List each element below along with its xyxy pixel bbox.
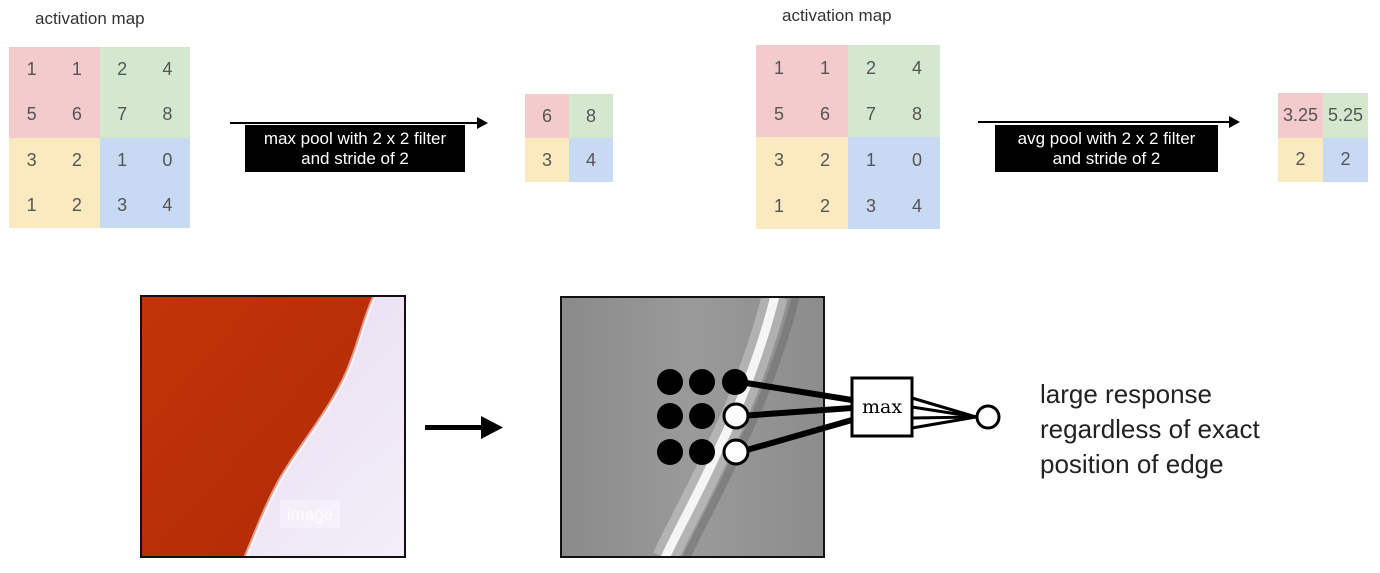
- op-label-line: max pool with 2 x 2 filter: [263, 128, 447, 148]
- grid-cell: 3: [756, 137, 802, 183]
- grid-cell: 3.25: [1278, 93, 1323, 138]
- grid-cell: 1: [802, 45, 848, 91]
- image-watermark-box: [280, 500, 340, 528]
- grid-cell: 4: [894, 183, 940, 229]
- caption-line: position of edge: [1040, 449, 1224, 479]
- grid-cell: 5: [9, 92, 55, 138]
- op-label-line: and stride of 2: [1052, 148, 1161, 168]
- grid-cell: 8: [894, 91, 940, 137]
- max-pool-arrow: [230, 117, 488, 129]
- op-label-line: avg pool with 2 x 2 filter: [1017, 128, 1196, 148]
- grid-cell: 1: [54, 47, 100, 93]
- feature-map: [560, 296, 825, 558]
- max-pool-activation-map-title: activation map: [35, 9, 145, 28]
- grid-cell: 4: [894, 45, 940, 91]
- grid-cell: 1: [848, 137, 894, 183]
- neuron: [657, 369, 683, 395]
- caption-line: large response: [1040, 379, 1212, 409]
- grid-cell: 3: [99, 182, 145, 228]
- avg-pool-arrow: [978, 116, 1240, 128]
- max-box: [850, 376, 914, 438]
- grid-cell: 0: [894, 137, 940, 183]
- grid-cell: 1: [9, 182, 55, 228]
- max-pool-input-grid: 1 1 2 4 5 6 7 8 3 2 1 0 1 2 3 4: [9, 47, 190, 228]
- arrow-head: [477, 117, 488, 129]
- image-watermark: image: [287, 505, 333, 524]
- grid-cell: 7: [848, 91, 894, 137]
- avg-pool-operation-label: avg pool with 2 x 2 filter and stride of…: [995, 125, 1218, 172]
- neuron: [722, 438, 750, 466]
- transform-arrow: [425, 416, 503, 439]
- grid-cell: 4: [569, 138, 613, 182]
- output-neuron: [975, 404, 1001, 430]
- max-pool-output-grid: 6 8 3 4: [525, 94, 613, 182]
- grid-cell: 2: [99, 47, 145, 93]
- neuron: [722, 369, 748, 395]
- arrow-shaft: [230, 122, 478, 124]
- grid-cell: 0: [144, 137, 190, 183]
- grid-cell: 6: [54, 92, 100, 138]
- grid-cell: 2: [1323, 137, 1368, 182]
- grid-cell: 1: [756, 183, 802, 229]
- grid-cell: 2: [1278, 137, 1323, 182]
- grid-cell: 6: [525, 94, 569, 138]
- arrow-head: [1229, 116, 1240, 128]
- arrow-shaft: [978, 121, 1230, 123]
- grid-cell: 3: [9, 137, 55, 183]
- neuron: [722, 402, 750, 430]
- avg-pool-output-grid: 3.25 5.25 2 2: [1278, 93, 1368, 182]
- grid-cell: 6: [802, 91, 848, 137]
- grid-cell: 2: [802, 137, 848, 183]
- neuron: [689, 439, 715, 465]
- max-pool-operation-label: max pool with 2 x 2 filter and stride of…: [245, 125, 465, 172]
- avg-pool-activation-map-title: activation map: [782, 6, 892, 25]
- neuron: [689, 369, 715, 395]
- grid-cell: 3: [525, 138, 569, 182]
- grid-cell: 1: [99, 137, 145, 183]
- max-label: max: [862, 396, 902, 418]
- grid-cell: 3: [848, 183, 894, 229]
- pooling-network: max: [657, 369, 1001, 466]
- grid-cell: 2: [802, 183, 848, 229]
- grid-cell: 1: [756, 45, 802, 91]
- grid-cell: 4: [144, 47, 190, 93]
- grid-cell: 8: [144, 92, 190, 138]
- grid-cell: 5.25: [1323, 93, 1368, 138]
- grid-cell: 5: [756, 91, 802, 137]
- neuron: [689, 403, 715, 429]
- op-label-line: and stride of 2: [301, 148, 409, 168]
- grid-cell: 8: [569, 94, 613, 138]
- neuron-grid: [657, 369, 750, 466]
- grid-cell: 2: [54, 182, 100, 228]
- avg-pool-input-grid: 1 1 2 4 5 6 7 8 3 2 1 0 1 2 3 4: [756, 45, 940, 229]
- caption-line: regardless of exact: [1040, 414, 1260, 444]
- grid-cell: 2: [54, 137, 100, 183]
- edge-image: image: [140, 295, 406, 558]
- grid-cell: 1: [9, 47, 55, 93]
- neuron: [657, 439, 683, 465]
- invariance-caption: large response regardless of exact posit…: [1040, 377, 1360, 482]
- grid-cell: 7: [99, 92, 145, 138]
- pool-connections: [739, 379, 853, 455]
- neuron: [657, 403, 683, 429]
- grid-cell: 2: [848, 45, 894, 91]
- grid-cell: 4: [144, 182, 190, 228]
- output-connections: [911, 396, 977, 430]
